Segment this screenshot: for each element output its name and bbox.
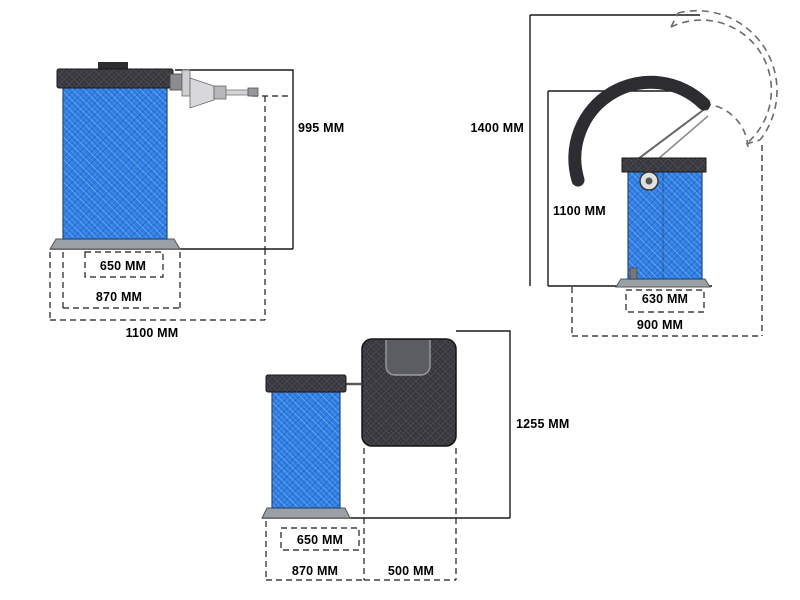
spindle-shaft	[169, 69, 259, 109]
dim-label-hood-total-height: 1400 MM	[470, 121, 524, 135]
dim-label-hood-body-height: 1100 MM	[553, 204, 606, 218]
side-machine-body	[62, 86, 168, 240]
dim-label-front-inner-width: 650 MM	[296, 533, 344, 547]
dim-label-hood-inner-width: 630 MM	[641, 292, 689, 306]
side-machine-base	[49, 238, 181, 250]
dim-label-front-mid-width: 870 MM	[291, 564, 339, 578]
dim-label-side-outer-width: 1100 MM	[125, 326, 179, 340]
hood-machine-top-cap	[621, 157, 707, 173]
dim-label-front-tray-width: 500 MM	[387, 564, 435, 578]
front-machine-body	[271, 391, 341, 509]
spindle-hub-center	[645, 177, 653, 185]
dim-label-hood-outer-width: 900 MM	[636, 318, 684, 332]
hood-machine-base	[615, 278, 711, 288]
front-view-dashed-dimension-lines	[265, 448, 457, 581]
dim-label-side-inner-width: 650 MM	[99, 259, 147, 273]
front-view	[261, 330, 511, 581]
front-machine-base	[261, 507, 351, 519]
hood-machine-body	[627, 169, 703, 280]
foot-pedal	[629, 267, 638, 280]
weight-tray-notch	[385, 340, 431, 376]
wheel-guard-open-outline	[670, 9, 778, 153]
guard-arm	[633, 107, 707, 163]
side-view-dashed-dimension-lines	[49, 95, 292, 321]
dim-label-front-height: 1255 MM	[516, 417, 570, 431]
hood-view	[529, 9, 778, 337]
front-machine-top-cap	[265, 374, 347, 393]
wheel-guard-hood	[568, 75, 711, 187]
side-view	[49, 62, 294, 321]
side-machine-top-cap	[56, 68, 174, 89]
side-machine-handle	[98, 62, 128, 70]
hood-view-dashed-dimension-lines	[571, 145, 763, 337]
dim-label-side-mid-width: 870 MM	[95, 290, 143, 304]
dim-label-side-height: 995 MM	[298, 121, 345, 135]
